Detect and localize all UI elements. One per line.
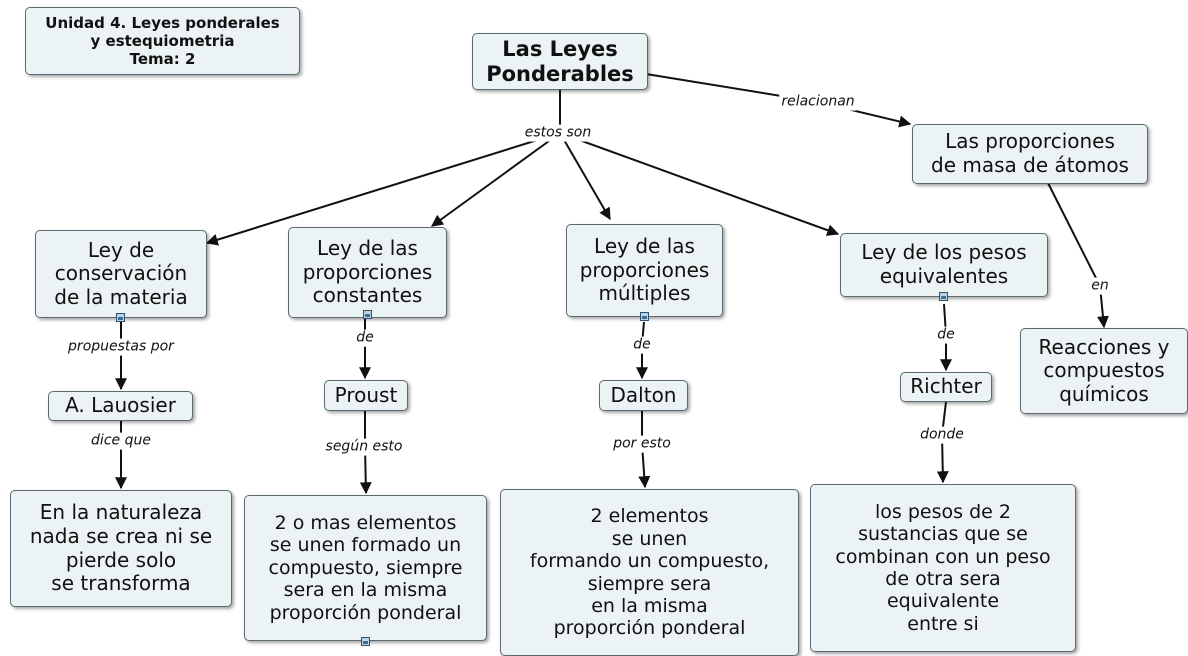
concept-ley-constantes[interactable]: Ley de las proporciones constantes xyxy=(288,227,447,318)
link-label-de: de xyxy=(631,336,653,354)
resource-image-icon[interactable] xyxy=(361,637,370,646)
concept-ley-multiples[interactable]: Ley de las proporciones múltiples xyxy=(566,224,723,317)
resource-image-icon[interactable] xyxy=(939,292,948,301)
link-label-relacionan: relacionan xyxy=(779,93,857,111)
concept-lauosier[interactable]: A. Lauosier xyxy=(48,391,193,421)
link-estos-son-constantes xyxy=(431,132,561,227)
concept-desc-constantes[interactable]: 2 o mas elementos se unen formado un com… xyxy=(244,495,487,641)
concept-proust[interactable]: Proust xyxy=(324,380,408,411)
resource-image-icon[interactable] xyxy=(363,310,372,319)
unit-title-box: Unidad 4. Leyes ponderales y estequiomet… xyxy=(25,7,300,75)
link-label-donde: donde xyxy=(918,426,966,444)
concept-desc-conservacion[interactable]: En la naturaleza nada se crea ni se pier… xyxy=(10,490,232,607)
link-label-segun-esto: según esto xyxy=(323,438,405,456)
concept-ley-conservacion[interactable]: Ley de conservación de la materia xyxy=(35,230,207,318)
link-label-propuestas-por: propuestas por xyxy=(66,338,176,356)
resource-image-icon[interactable] xyxy=(640,312,649,321)
resource-image-icon[interactable] xyxy=(116,313,125,322)
concept-desc-equivalentes[interactable]: los pesos de 2 sustancias que se combina… xyxy=(810,484,1076,652)
link-estos-son-multiples xyxy=(559,132,611,221)
concept-proporciones-masa[interactable]: Las proporciones de masa de átomos xyxy=(912,124,1148,184)
link-label-en: en xyxy=(1089,277,1111,295)
concept-desc-multiples[interactable]: 2 elementos se unen formando un compuest… xyxy=(500,489,799,656)
link-estos-son-conservacion xyxy=(205,132,561,246)
link-label-de: de xyxy=(354,329,376,347)
concept-richter[interactable]: Richter xyxy=(900,372,992,402)
link-label-por-esto: por esto xyxy=(611,435,673,453)
concept-ley-equivalentes[interactable]: Ley de los pesos equivalentes xyxy=(840,233,1048,297)
link-label-de: de xyxy=(935,326,957,344)
root-concept[interactable]: Las Leyes Ponderables xyxy=(472,33,648,90)
link-label-dice-que: dice que xyxy=(89,432,153,450)
link-label-estos-son: estos son xyxy=(522,124,594,142)
link-proporciones-en xyxy=(1047,182,1101,287)
link-estos-son-equivalentes xyxy=(559,132,840,236)
concept-reacciones[interactable]: Reacciones y compuestos químicos xyxy=(1020,328,1188,414)
concept-dalton[interactable]: Dalton xyxy=(599,380,688,411)
